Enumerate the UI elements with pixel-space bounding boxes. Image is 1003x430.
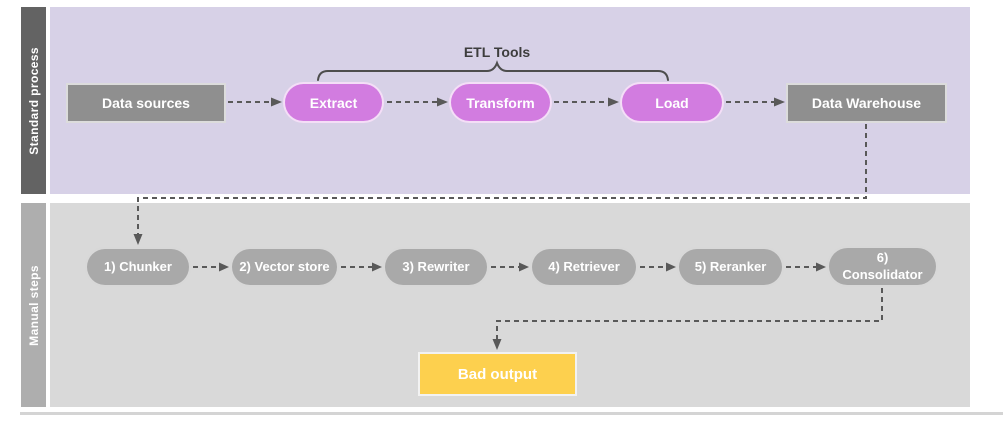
node-chunker: 1) Chunker — [85, 247, 191, 287]
manual-steps-lane-label: Manual steps — [26, 264, 41, 346]
node-data-warehouse: Data Warehouse — [786, 83, 947, 123]
node-extract: Extract — [283, 82, 384, 123]
node-reranker: 5) Reranker — [677, 247, 784, 287]
node-retriever-label: 4) Retriever — [548, 258, 620, 274]
node-transform: Transform — [449, 82, 552, 123]
node-consolidator-label: 6) Consolidator — [842, 249, 923, 282]
node-load: Load — [620, 82, 724, 123]
node-vector-store: 2) Vector store — [230, 247, 339, 287]
node-rewriter-label: 3) Rewriter — [402, 258, 470, 274]
node-consolidator: 6) Consolidator — [827, 246, 938, 287]
node-data-sources: Data sources — [66, 83, 226, 123]
node-rewriter: 3) Rewriter — [383, 247, 489, 287]
node-retriever: 4) Retriever — [530, 247, 638, 287]
node-chunker-label: 1) Chunker — [104, 258, 172, 274]
node-reranker-label: 5) Reranker — [694, 258, 767, 274]
node-vector-store-label: 2) Vector store — [239, 258, 330, 274]
standard-process-lane-bar: Standard process — [21, 7, 46, 194]
etl-tools-label: ETL Tools — [463, 44, 531, 60]
standard-process-lane-label: Standard process — [26, 46, 41, 155]
bottom-divider — [20, 412, 1003, 415]
node-bad-output: Bad output — [418, 352, 577, 396]
manual-steps-lane-bar: Manual steps — [21, 203, 46, 407]
